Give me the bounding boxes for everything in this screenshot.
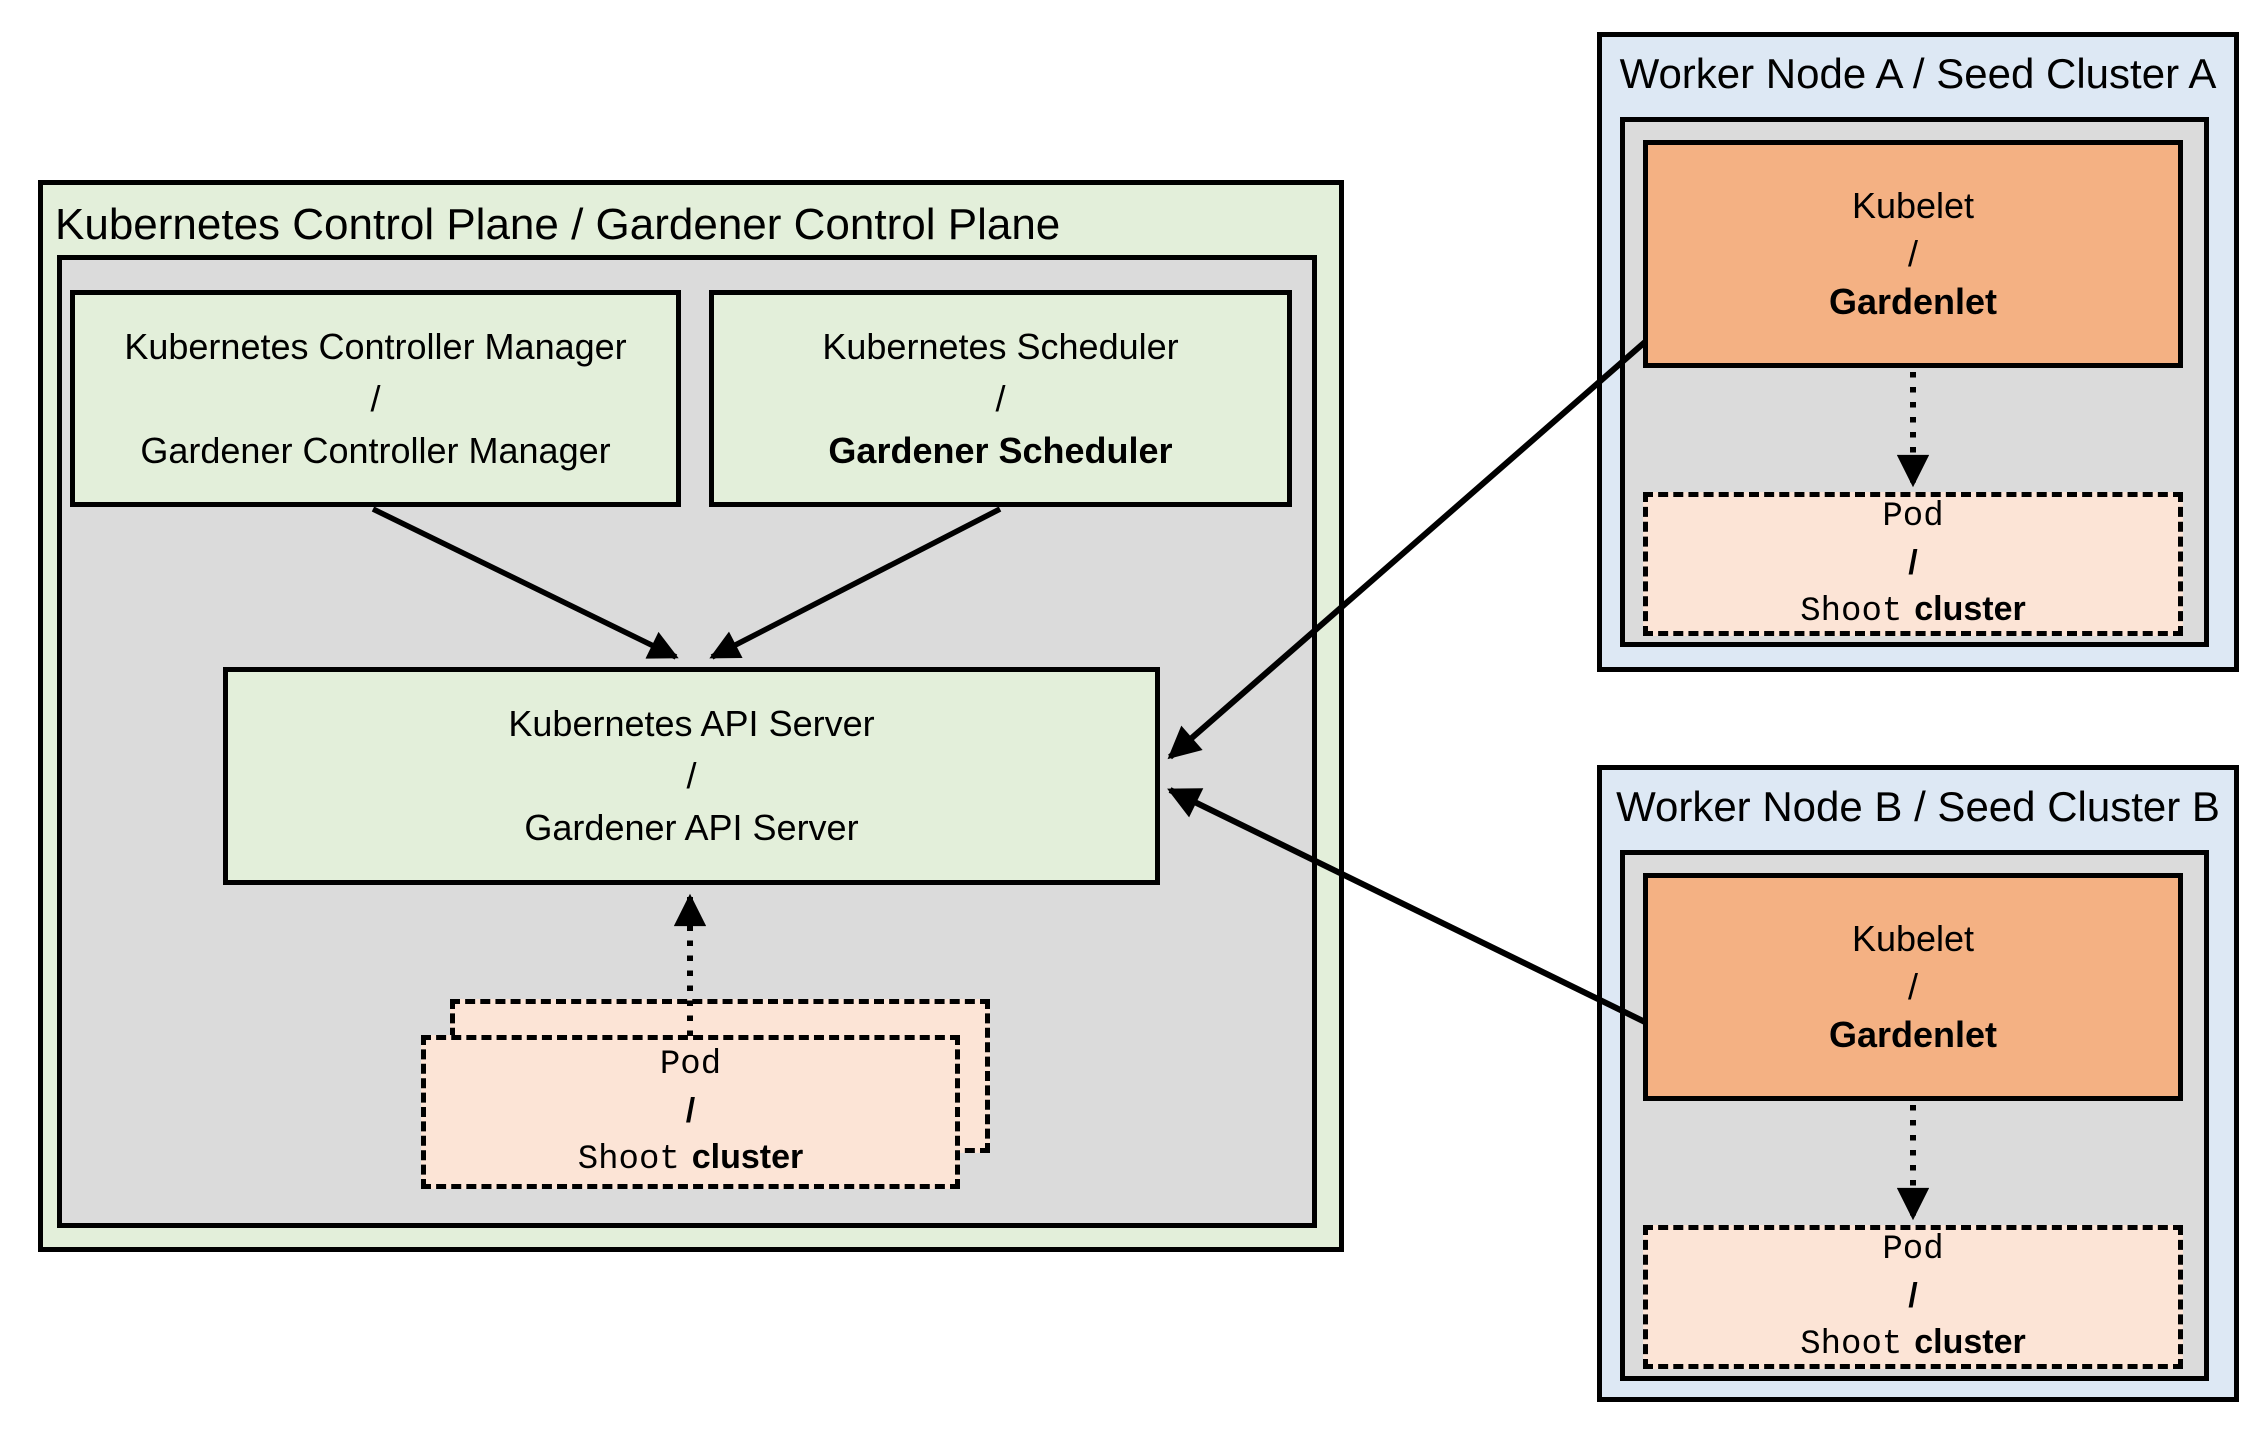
control-plane-title: Kubernetes Control Plane / Gardener Cont…	[55, 200, 1061, 249]
pod-a-line2-plain: cluster	[1914, 589, 2026, 628]
pod-shoot-box-b: Pod / Shoot cluster	[1643, 1225, 2183, 1369]
pod-a-separator: /	[1908, 543, 1918, 582]
controller-manager-line2: Gardener Controller Manager	[140, 429, 611, 471]
worker-node-a-title: Worker Node A / Seed Cluster A	[1619, 50, 2217, 97]
api-server-line1: Kubernetes API Server	[508, 703, 875, 744]
pod-shoot-box-front: Pod / Shoot cluster	[421, 1035, 960, 1189]
kubelet-b-line2: Gardenlet	[1828, 1014, 1998, 1055]
pod-a-line2-code: Shoot	[1800, 592, 1903, 631]
pod-a-line2: Shoot cluster	[1800, 586, 2026, 635]
kubelet-a-line2: Gardenlet	[1828, 281, 1998, 322]
kubelet-a-separator: /	[1907, 233, 1918, 274]
scheduler-line2: Gardener Scheduler	[828, 429, 1173, 471]
pod-b-line1: Pod	[1882, 1230, 1944, 1269]
worker-node-b-title: Worker Node B / Seed Cluster B	[1616, 783, 2220, 830]
kubelet-a-box: Kubelet / Gardenlet	[1643, 140, 2183, 368]
pod-b-separator: /	[1908, 1276, 1918, 1315]
controller-manager-box: Kubernetes Controller Manager / Gardener…	[70, 290, 681, 507]
pod-b-line2: Shoot cluster	[1800, 1319, 2026, 1368]
pod-line2-code: Shoot	[577, 1140, 680, 1179]
api-server-box: Kubernetes API Server / Gardener API Ser…	[223, 667, 1160, 885]
scheduler-separator: /	[995, 377, 1006, 419]
controller-manager-separator: /	[370, 377, 381, 419]
api-server-separator: /	[686, 755, 697, 796]
pod-b-line2-code: Shoot	[1800, 1325, 1903, 1364]
kubelet-b-separator: /	[1907, 966, 1918, 1007]
pod-a-line1: Pod	[1882, 497, 1944, 536]
pod-shoot-box-a: Pod / Shoot cluster	[1643, 492, 2183, 636]
pod-line1: Pod	[659, 1045, 722, 1084]
kubelet-b-box: Kubelet / Gardenlet	[1643, 873, 2183, 1101]
scheduler-box: Kubernetes Scheduler / Gardener Schedule…	[709, 290, 1292, 507]
api-server-line2: Gardener API Server	[524, 807, 859, 848]
kubelet-b-line1: Kubelet	[1851, 918, 1975, 959]
pod-line2-plain: cluster	[691, 1137, 804, 1176]
pod-line2: Shoot cluster	[578, 1134, 804, 1183]
pod-b-line2-plain: cluster	[1914, 1322, 2026, 1361]
pod-separator: /	[685, 1091, 696, 1130]
kubelet-a-line1: Kubelet	[1851, 185, 1975, 226]
scheduler-line1: Kubernetes Scheduler	[822, 325, 1179, 367]
controller-manager-line1: Kubernetes Controller Manager	[124, 325, 627, 367]
